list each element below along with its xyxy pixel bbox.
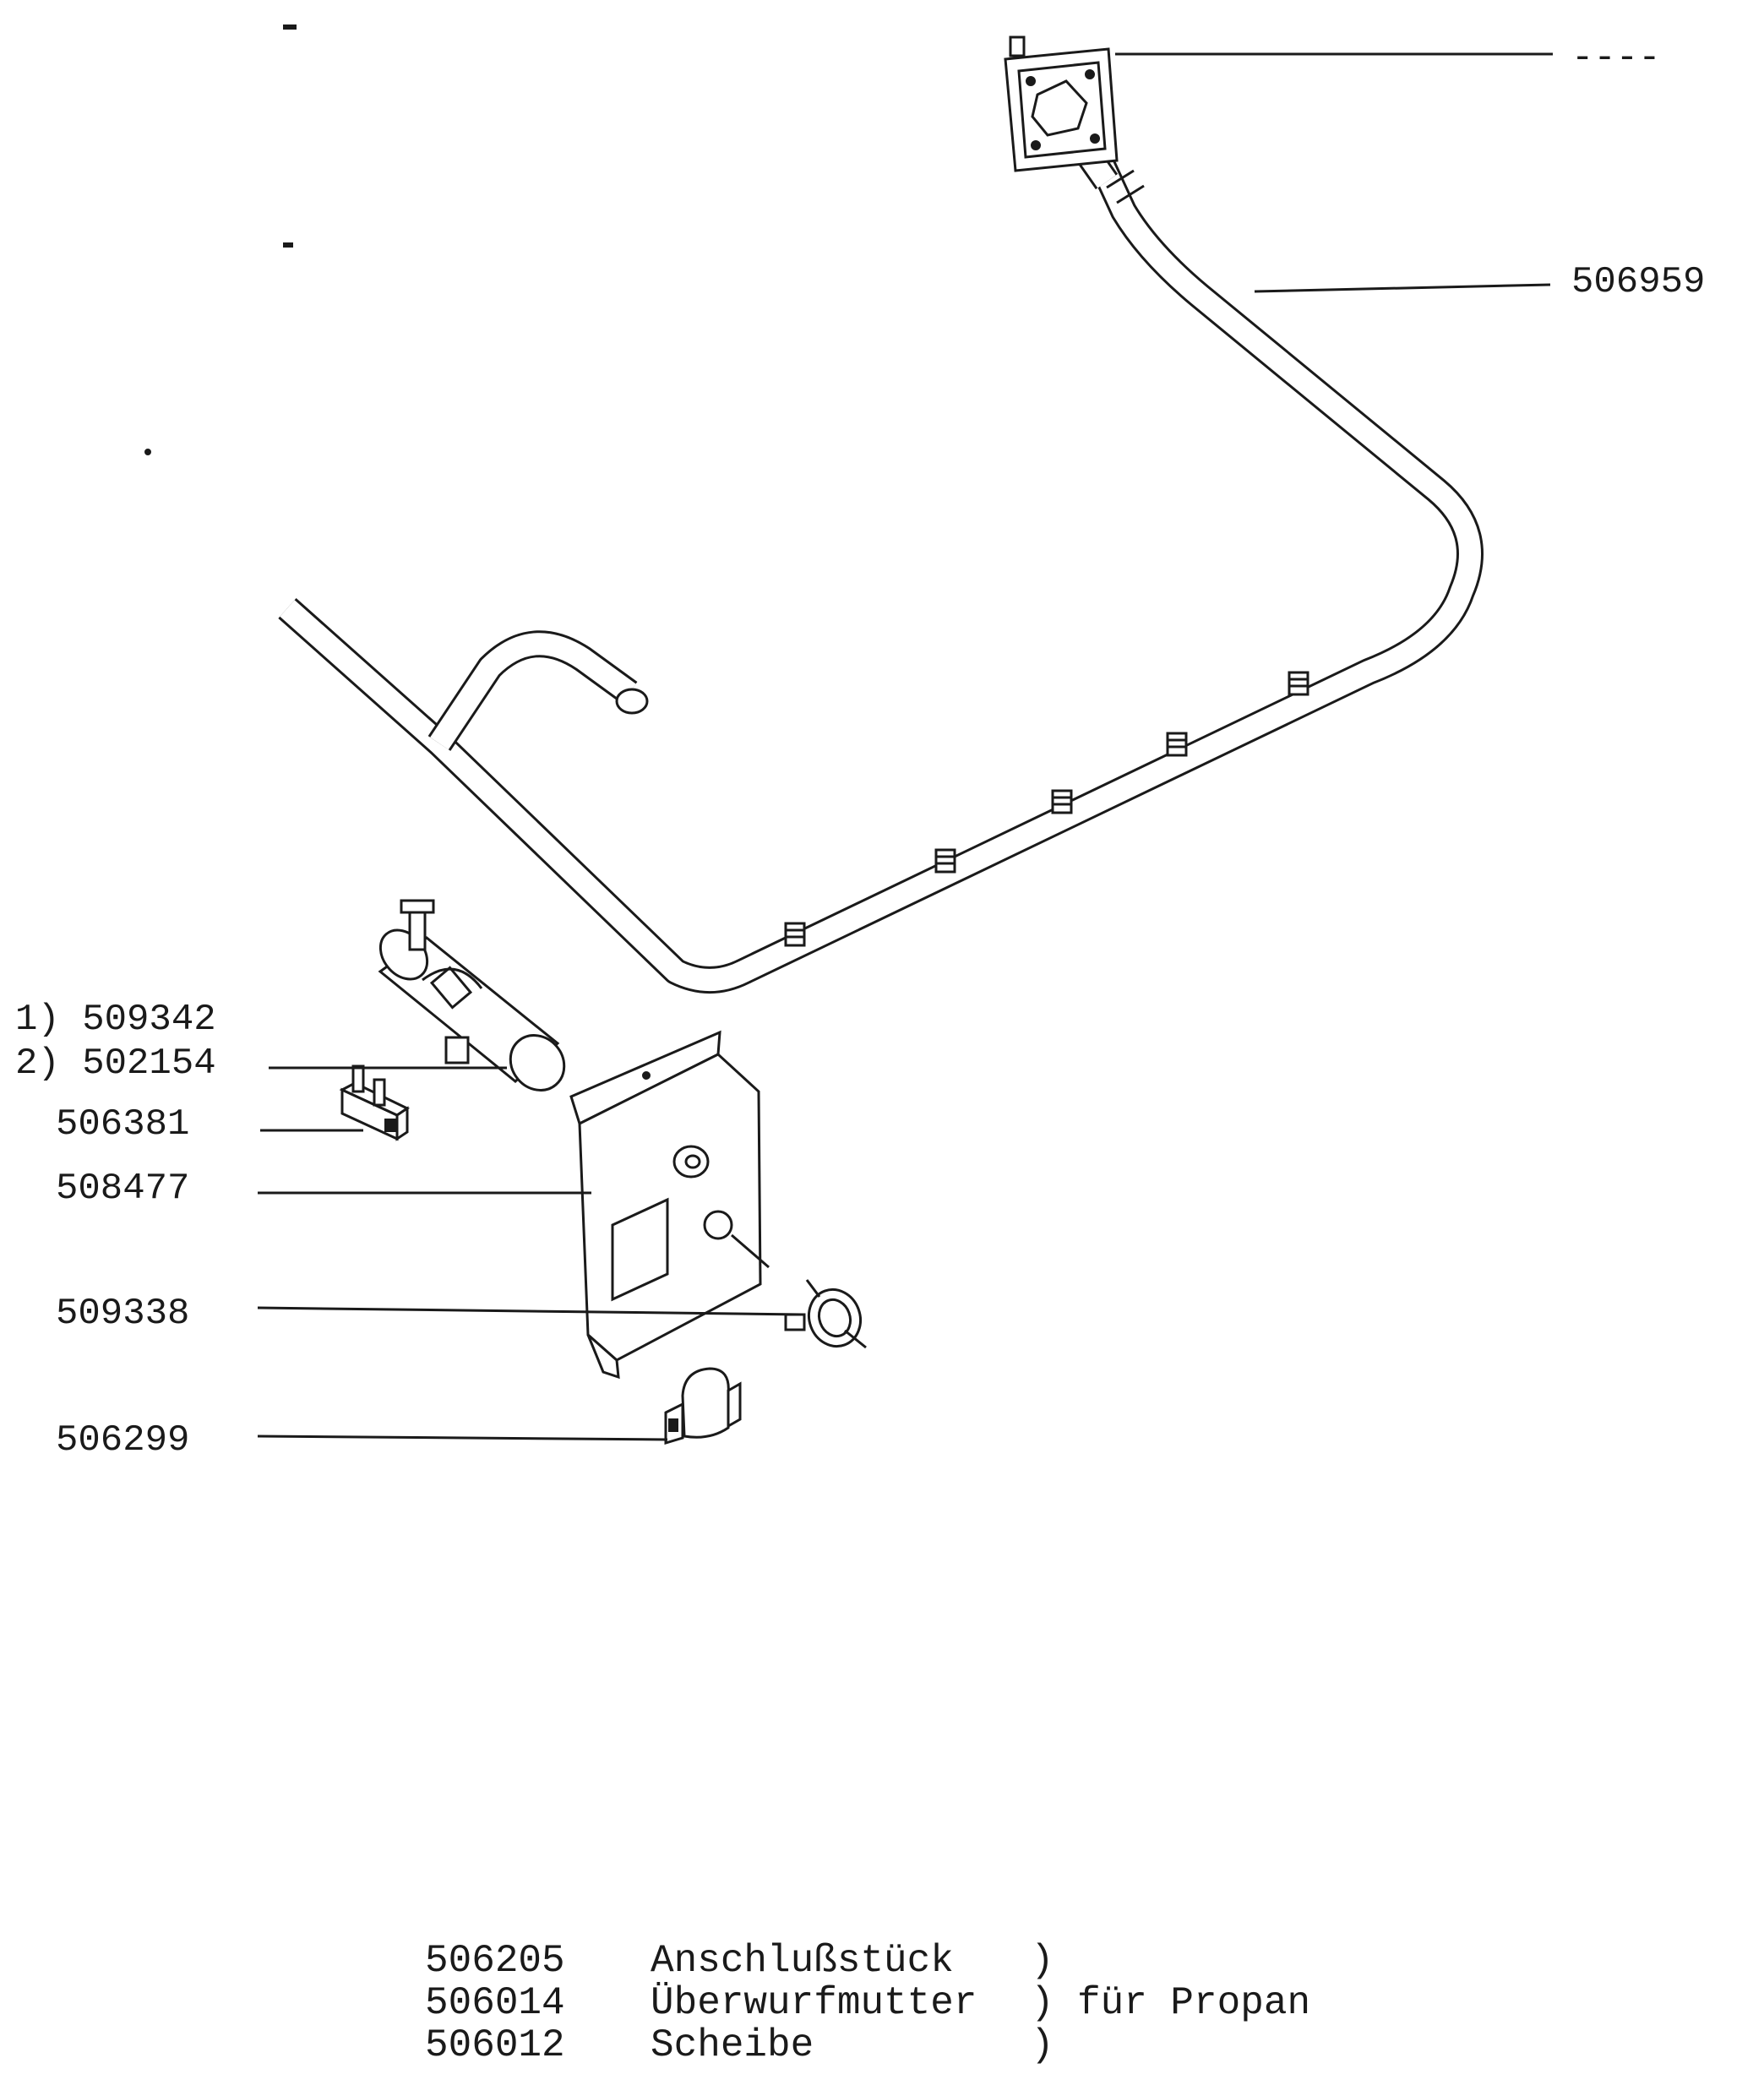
mounting-bracket (569, 1030, 770, 1380)
scan-specks (144, 24, 297, 455)
label-pipe: 506959 (1571, 261, 1705, 303)
legend: 506205 Anschlußstück ) 506014 Überwurfmu… (425, 1939, 1310, 2067)
legend-brace-1: ) (1031, 1939, 1054, 1983)
legend-name-3: Scheibe (651, 2023, 814, 2067)
legend-code-3: 506012 (425, 2023, 565, 2067)
legend-brace-3: ) (1031, 2023, 1054, 2067)
pipe-flange (1004, 35, 1119, 172)
label-connector: 506381 (56, 1103, 189, 1146)
legend-brace-2: ) (1031, 1981, 1054, 2025)
connector-part (339, 1064, 411, 1141)
nozzle (1166, 732, 1188, 757)
leader-lines (257, 52, 1553, 1441)
legend-name-2: Überwurfmutter (651, 1981, 977, 2025)
legend-note: für Propan (1077, 1981, 1310, 2025)
nozzles (784, 671, 1309, 947)
label-clamp: 506299 (56, 1419, 189, 1462)
nozzle (1051, 789, 1073, 814)
legend-name-1: Anschlußstück (651, 1939, 954, 1983)
pipe-clamp (664, 1367, 742, 1445)
burner-pipe (278, 89, 1484, 994)
label-valve-1: 1) 509342 (15, 999, 216, 1041)
retaining-clip (784, 1279, 867, 1349)
legend-code-1: 506205 (425, 1939, 565, 1983)
nozzle (784, 922, 806, 947)
legend-code-2: 506014 (425, 1981, 565, 2025)
nozzle (934, 848, 956, 874)
gas-valve (378, 899, 566, 1092)
label-clip: 509338 (56, 1293, 189, 1335)
label-valve-2: 2) 502154 (15, 1043, 216, 1085)
nozzle (1288, 671, 1309, 696)
label-bracket: 508477 (56, 1168, 189, 1210)
label-top-right: ---- (1571, 37, 1661, 79)
